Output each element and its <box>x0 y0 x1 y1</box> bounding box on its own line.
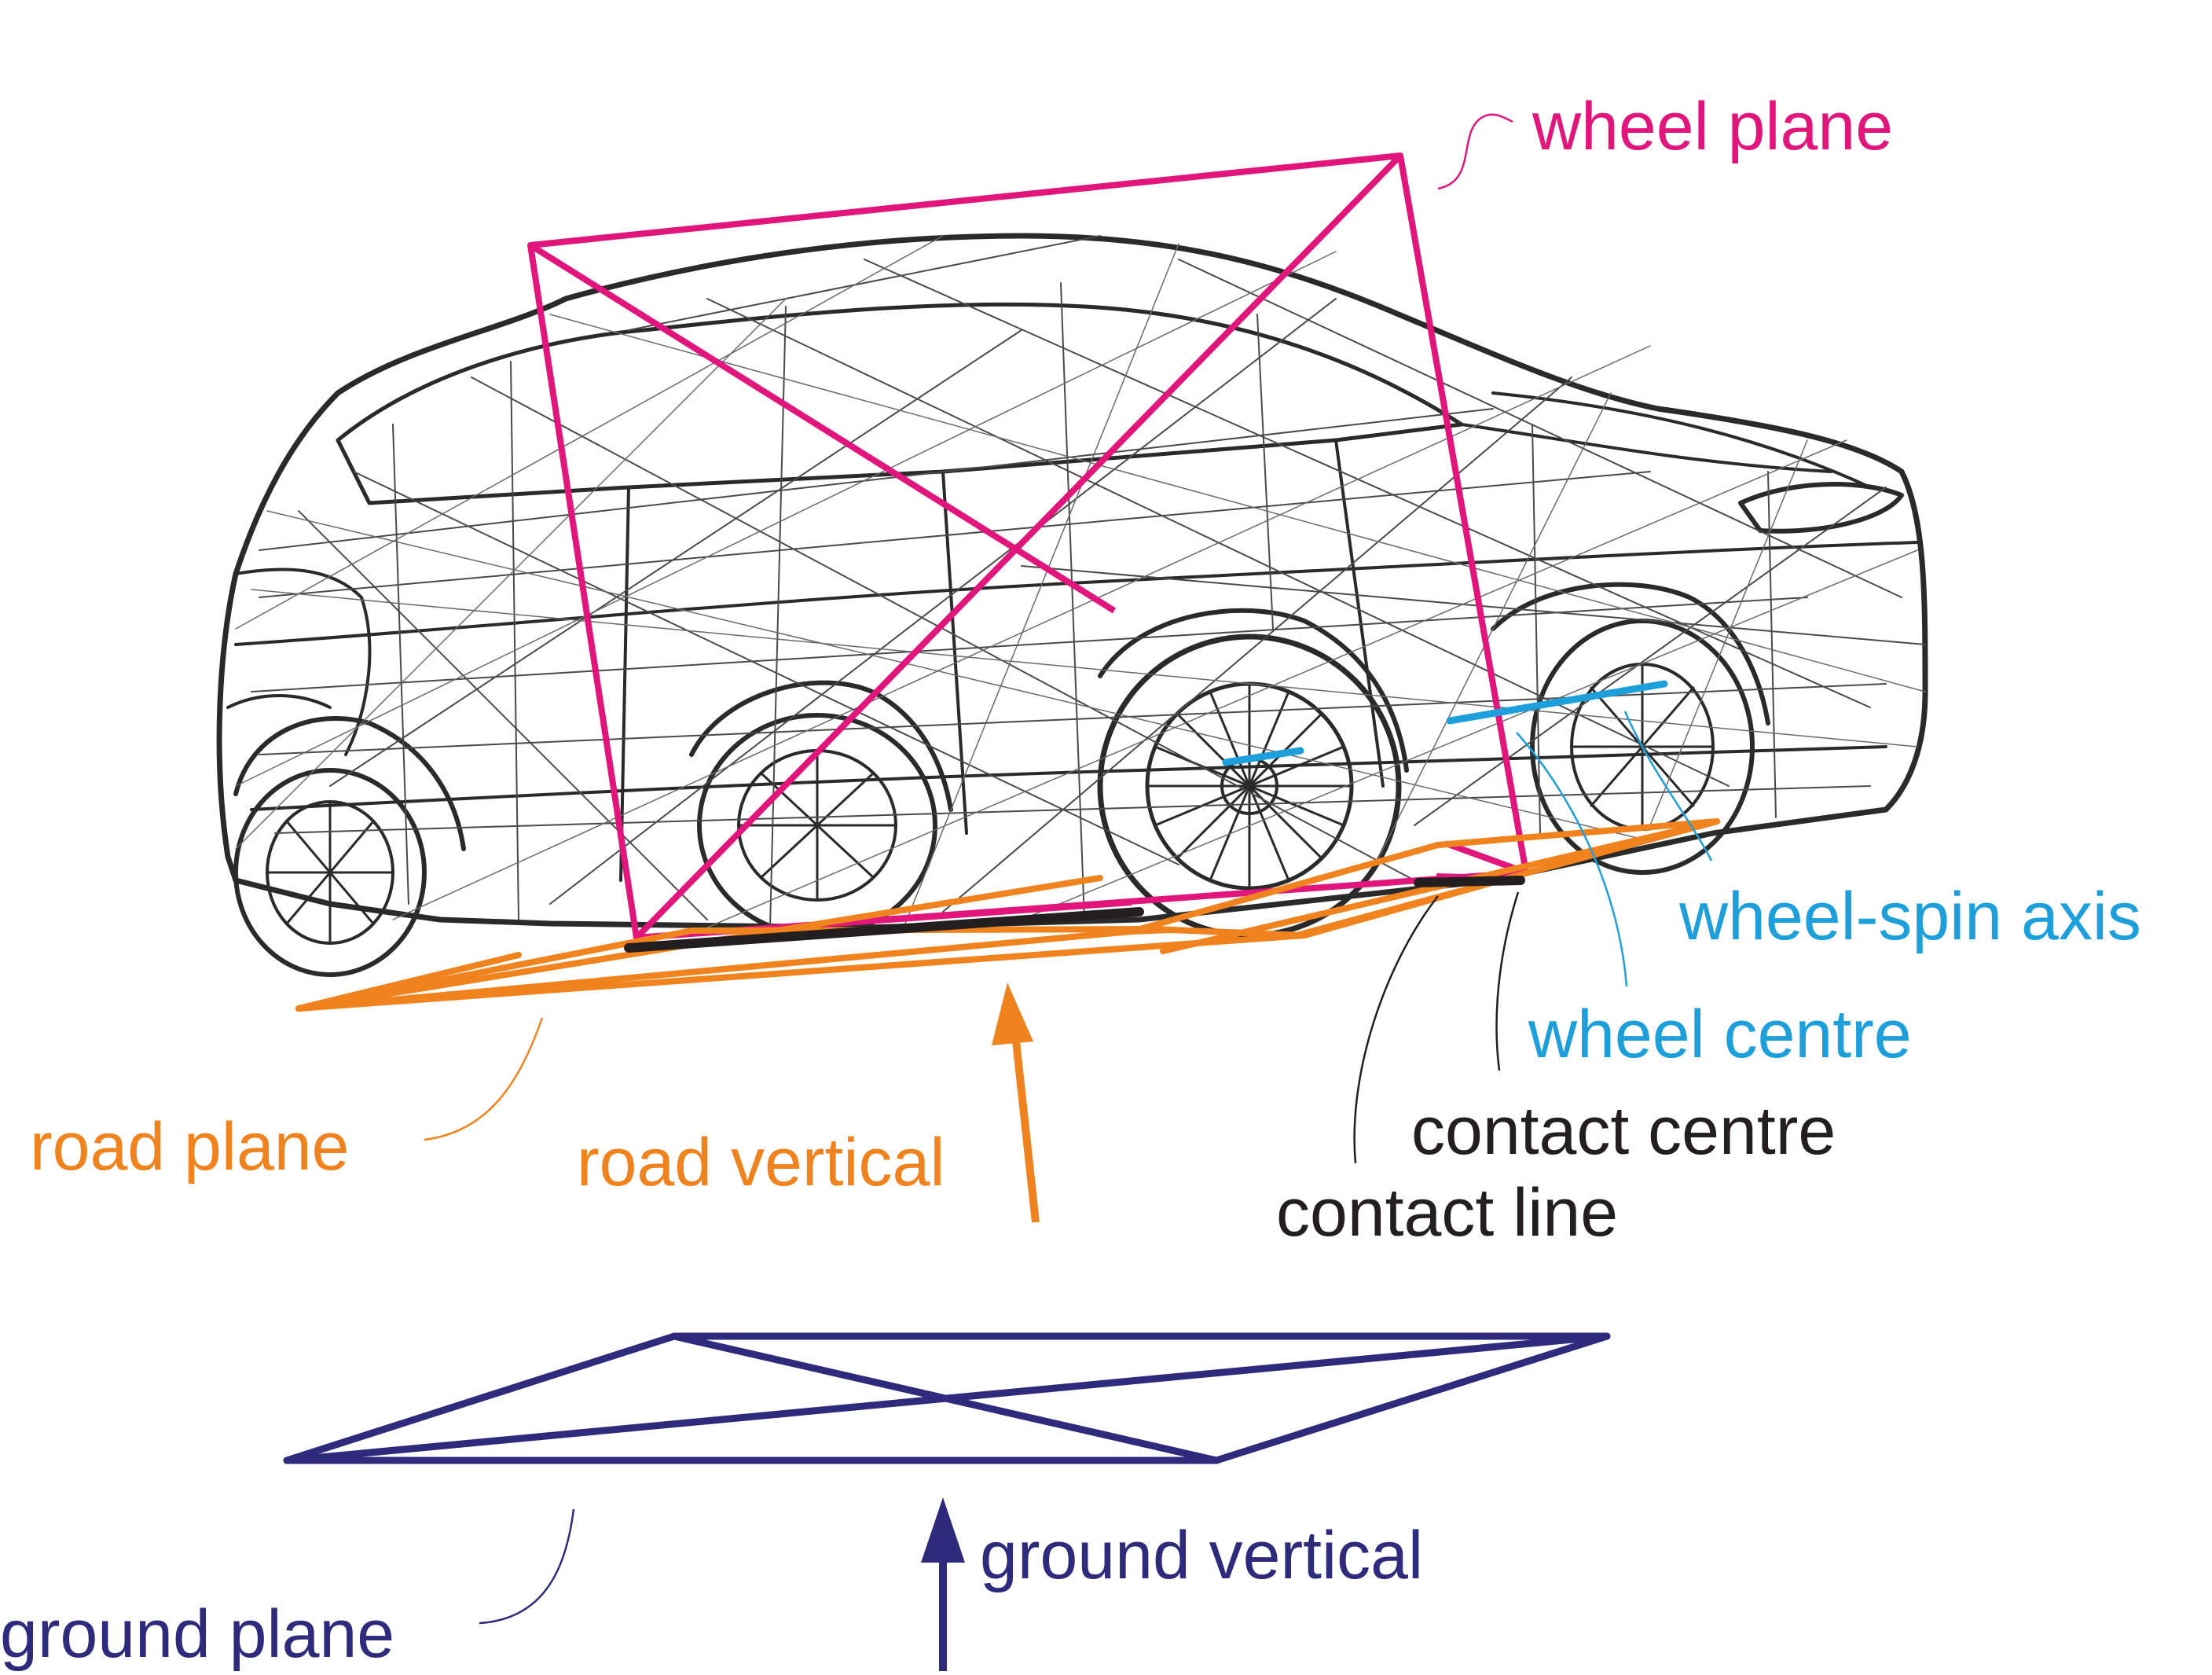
car-headlight <box>1738 482 1904 534</box>
label-wheel-plane: wheel plane <box>1532 89 1893 164</box>
road-plane-diagonal-b <box>1128 842 1441 935</box>
label-wheel-spin-axis: wheel-spin axis <box>1678 879 2141 954</box>
rear-wheel-tyre <box>233 768 427 977</box>
road-vertical-arrowhead <box>992 983 1033 1045</box>
contact-geometry <box>624 876 1525 953</box>
wheel-plane-diagonal-b <box>634 153 1403 940</box>
road-plane-leader <box>424 1017 544 1141</box>
front-wheel-spokes <box>1146 682 1353 890</box>
front-wheel-arch-left <box>1098 608 1409 773</box>
road-plane-front-edge <box>1435 818 1720 848</box>
car-window-line <box>336 302 1464 505</box>
car-belt-line <box>234 541 1919 646</box>
label-ground-plane: ground plane <box>0 1596 394 1671</box>
ground-plane-leader <box>479 1508 575 1625</box>
leader-lines <box>424 113 1713 1625</box>
wheel-centre-leader <box>1516 732 1628 987</box>
road-plane-left-edge <box>295 952 522 1012</box>
contact-centre-segment <box>1414 876 1525 887</box>
ground-plane-diagonal-b <box>283 1332 1611 1464</box>
far-front-wheel-tyre <box>1530 619 1755 875</box>
car-mesh-lines-fine <box>235 235 1926 928</box>
rear-wheel-spokes <box>266 800 394 945</box>
wheel-spin-axis-geometry <box>1222 680 1668 766</box>
label-contact-line: contact line <box>1276 1175 1618 1251</box>
wheel-plane-diagonal-a <box>528 242 1117 614</box>
car-wireframe-illustration <box>216 233 1928 977</box>
middle-wheel-arch <box>689 680 953 812</box>
road-vertical-arrow <box>992 983 1040 1223</box>
car-sill-line <box>250 745 1887 811</box>
label-contact-centre: contact centre <box>1411 1093 1836 1169</box>
wheel-plane-leader <box>1437 113 1513 190</box>
middle-wheel-spokes <box>737 749 897 902</box>
wheel-centre-marker <box>1222 747 1304 766</box>
road-plane-outline <box>295 818 1720 1012</box>
contact-line-segment <box>624 907 1144 953</box>
rear-wheel <box>233 768 427 977</box>
ground-vertical-arrowhead <box>921 1497 965 1563</box>
front-wheel-arch-right <box>1491 582 1770 725</box>
label-wheel-centre: wheel centre <box>1528 997 1912 1072</box>
label-road-vertical: road vertical <box>577 1125 945 1200</box>
wheel-spin-axis-leader <box>1623 711 1713 861</box>
contact-centre-leader <box>1495 891 1520 1071</box>
road-plane-bottom-edge <box>295 932 1308 1012</box>
road-vertical-shaft <box>1011 1033 1040 1223</box>
road-plane-geometry <box>295 818 1720 1012</box>
car-body-outline <box>216 233 1928 931</box>
diagram-labels: wheel plane wheel-spin axis wheel centre… <box>0 89 2141 1672</box>
label-road-plane: road plane <box>30 1109 349 1185</box>
ground-plane-geometry <box>283 1332 1611 1464</box>
car-mesh-lines <box>251 235 1926 928</box>
rear-wheel-arch <box>233 716 466 851</box>
label-ground-vertical: ground vertical <box>980 1518 1423 1593</box>
wheel-spin-axis-line <box>1446 680 1668 725</box>
ground-vertical-arrow <box>921 1497 965 1671</box>
contact-line-leader <box>1353 895 1439 1164</box>
car-rear-line <box>226 568 372 756</box>
